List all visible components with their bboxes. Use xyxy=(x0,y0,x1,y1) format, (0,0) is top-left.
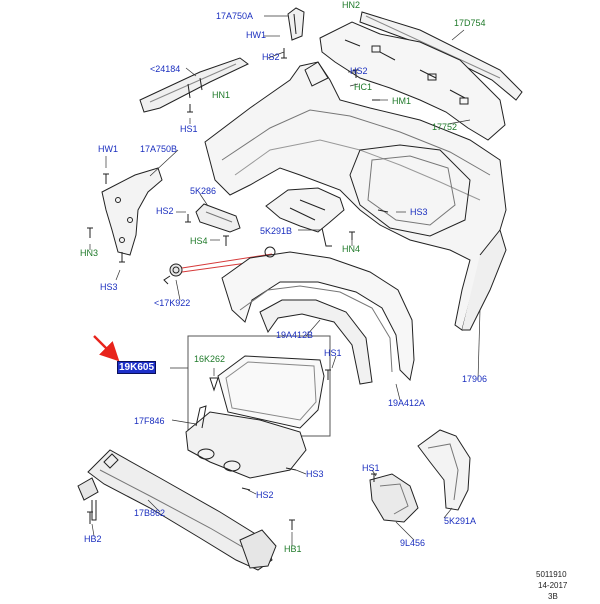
footer-ref-line1: 5011910 xyxy=(536,570,567,579)
footer-ref-line2: 14-2017 xyxy=(538,581,568,590)
label-HW1-left: HW1 xyxy=(98,144,118,154)
leader-lines xyxy=(89,15,481,546)
label-HN1: HN1 xyxy=(212,90,231,100)
bumper-cover xyxy=(204,61,507,331)
small-bracket xyxy=(195,203,241,233)
label-HS2-low: HS2 xyxy=(256,490,274,500)
label-5K286: 5K286 xyxy=(190,186,217,196)
label-HS1-mid: HS1 xyxy=(324,348,342,358)
label-HS4: HS4 xyxy=(190,236,208,246)
label-5K291A: 5K291A xyxy=(444,516,477,526)
label-HB1: HB1 xyxy=(284,544,302,554)
left-upper-bracket xyxy=(139,57,249,113)
label-17D754: 17D754 xyxy=(454,18,486,28)
lower-panel xyxy=(185,405,307,479)
label-19A412A: 19A412A xyxy=(388,398,426,408)
label-HN4: HN4 xyxy=(342,244,361,254)
label-HS2-mid: HS2 xyxy=(350,66,368,76)
label-HB2: HB2 xyxy=(84,534,102,544)
undertray-bracket-b xyxy=(265,187,345,247)
parking-sensor xyxy=(163,263,183,285)
label-17K922: <17K922 xyxy=(154,298,191,308)
label-HW1-top: HW1 xyxy=(246,30,266,40)
top-spoiler-trim xyxy=(359,11,523,101)
label-17752: 17752 xyxy=(432,122,458,132)
pointer-arrow xyxy=(93,335,120,362)
label-9L456: 9L456 xyxy=(400,538,426,548)
fasteners xyxy=(87,48,389,530)
plate-panel xyxy=(187,335,331,437)
label-5K291B: 5K291B xyxy=(260,226,293,236)
label-24184: <24184 xyxy=(150,64,181,74)
footer-ref-line3: 3B xyxy=(548,592,558,601)
label-HS1-left: HS1 xyxy=(180,124,198,134)
label-HC1: HC1 xyxy=(354,82,373,92)
label-16K262: 16K262 xyxy=(194,354,226,364)
upper-mounting-bracket xyxy=(319,21,506,141)
label-17A750A: 17A750A xyxy=(216,11,254,21)
reinforcement-beam xyxy=(77,449,277,571)
corner-piece xyxy=(369,473,419,523)
label-17F846: 17F846 xyxy=(134,416,165,426)
left-side-bracket xyxy=(101,167,163,256)
top-left-bracket xyxy=(287,7,305,41)
label-19K605-highlighted: 19K605 xyxy=(116,361,157,374)
label-HN2: HN2 xyxy=(342,0,361,10)
undertray-bracket-a xyxy=(417,429,471,511)
label-17A750B: 17A750B xyxy=(140,144,178,154)
label-HS1-low: HS1 xyxy=(362,463,380,473)
label-HS2-top: HS2 xyxy=(262,52,280,62)
label-HS3-low: HS3 xyxy=(306,469,324,479)
label-HN3: HN3 xyxy=(80,248,99,258)
label-HS3-left: HS3 xyxy=(100,282,118,292)
label-17906: 17906 xyxy=(462,374,488,384)
label-19A412B: 19A412B xyxy=(276,330,314,340)
label-HM1: HM1 xyxy=(392,96,412,106)
label-HS3-right: HS3 xyxy=(410,207,428,217)
label-HS2-left: HS2 xyxy=(156,206,174,216)
lower-valance xyxy=(221,246,415,385)
label-17B862: 17B862 xyxy=(134,508,166,518)
